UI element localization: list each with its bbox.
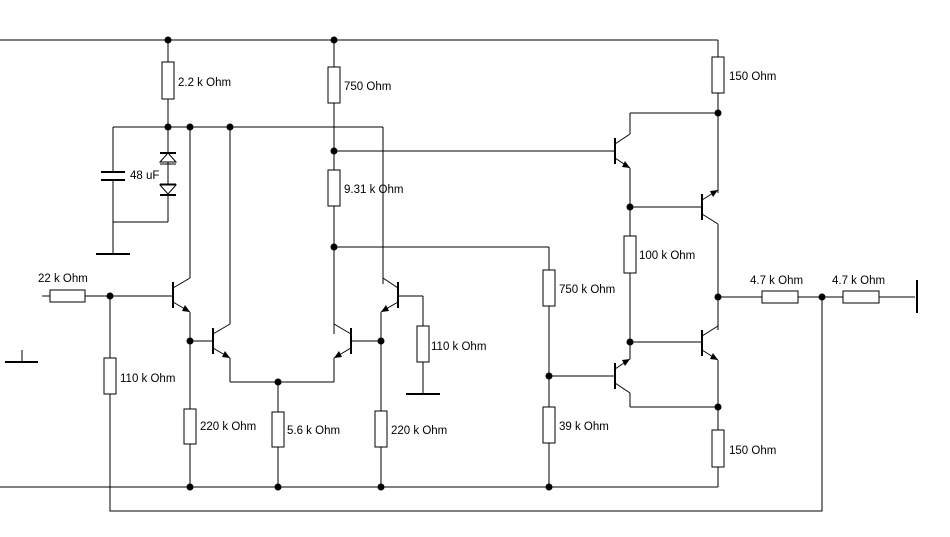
- input-section: [5, 289, 173, 511]
- resistor-150-top: [711, 56, 725, 94]
- label-22k: 22 k Ohm: [38, 273, 88, 285]
- transistor-q2: [190, 127, 231, 382]
- resistor-39k: [542, 406, 556, 444]
- resistor-9k31: [327, 169, 341, 207]
- transistor-q3: [333, 206, 381, 382]
- label-100k: 100 k Ohm: [639, 250, 695, 262]
- resistor-150-bottom: [711, 429, 725, 468]
- transistor-q4: [380, 277, 424, 411]
- label-110k-input: 110 k Ohm: [120, 373, 175, 385]
- supply-rails: [0, 39, 823, 512]
- label-48uf: 48 uF: [130, 170, 159, 182]
- resistor-100k: [623, 235, 637, 274]
- resistor-750k-mid: [542, 269, 556, 307]
- resistor-220k-right: [374, 410, 388, 448]
- component-labels: 2.2 k Ohm 750 Ohm 150 Ohm 48 uF 9.31 k O…: [38, 71, 885, 457]
- label-9k31: 9.31 k Ohm: [344, 184, 403, 196]
- zener-diode-upper: [158, 152, 178, 163]
- resistor-2k2: [161, 61, 175, 100]
- label-2k2: 2.2 k Ohm: [178, 77, 231, 89]
- resistor-ladder-center: [327, 40, 615, 334]
- resistor-220k-left: [183, 408, 197, 445]
- label-220k-left: 220 k Ohm: [200, 421, 256, 433]
- resistor-750-top: [327, 66, 341, 104]
- label-4k7-b: 4.7 k Ohm: [832, 275, 885, 287]
- label-5k6: 5.6 k Ohm: [287, 425, 340, 437]
- label-750-top: 750 Ohm: [344, 81, 391, 93]
- resistor-4k7-a: [761, 290, 799, 304]
- output-stage: [614, 40, 918, 487]
- resistor-110k-right: [416, 325, 430, 363]
- bias-network: [96, 40, 383, 255]
- transistor-q1: [172, 127, 191, 409]
- zener-diode-lower: [158, 184, 178, 195]
- vbe-multiplier-divider: [542, 247, 615, 487]
- resistor-110k-input: [103, 357, 117, 395]
- label-220k-right: 220 k Ohm: [391, 425, 447, 437]
- label-39k: 39 k Ohm: [559, 421, 609, 433]
- junction-dots: [106, 36, 826, 491]
- resistor-5k6: [271, 411, 285, 448]
- label-110k-right: 110 k Ohm: [431, 341, 486, 353]
- label-750k-mid: 750 k Ohm: [559, 284, 615, 296]
- label-4k7-a: 4.7 k Ohm: [750, 275, 803, 287]
- resistor-22k: [49, 289, 86, 303]
- label-150-bottom: 150 Ohm: [729, 445, 776, 457]
- label-150-top: 150 Ohm: [729, 71, 776, 83]
- resistor-4k7-b: [842, 290, 880, 304]
